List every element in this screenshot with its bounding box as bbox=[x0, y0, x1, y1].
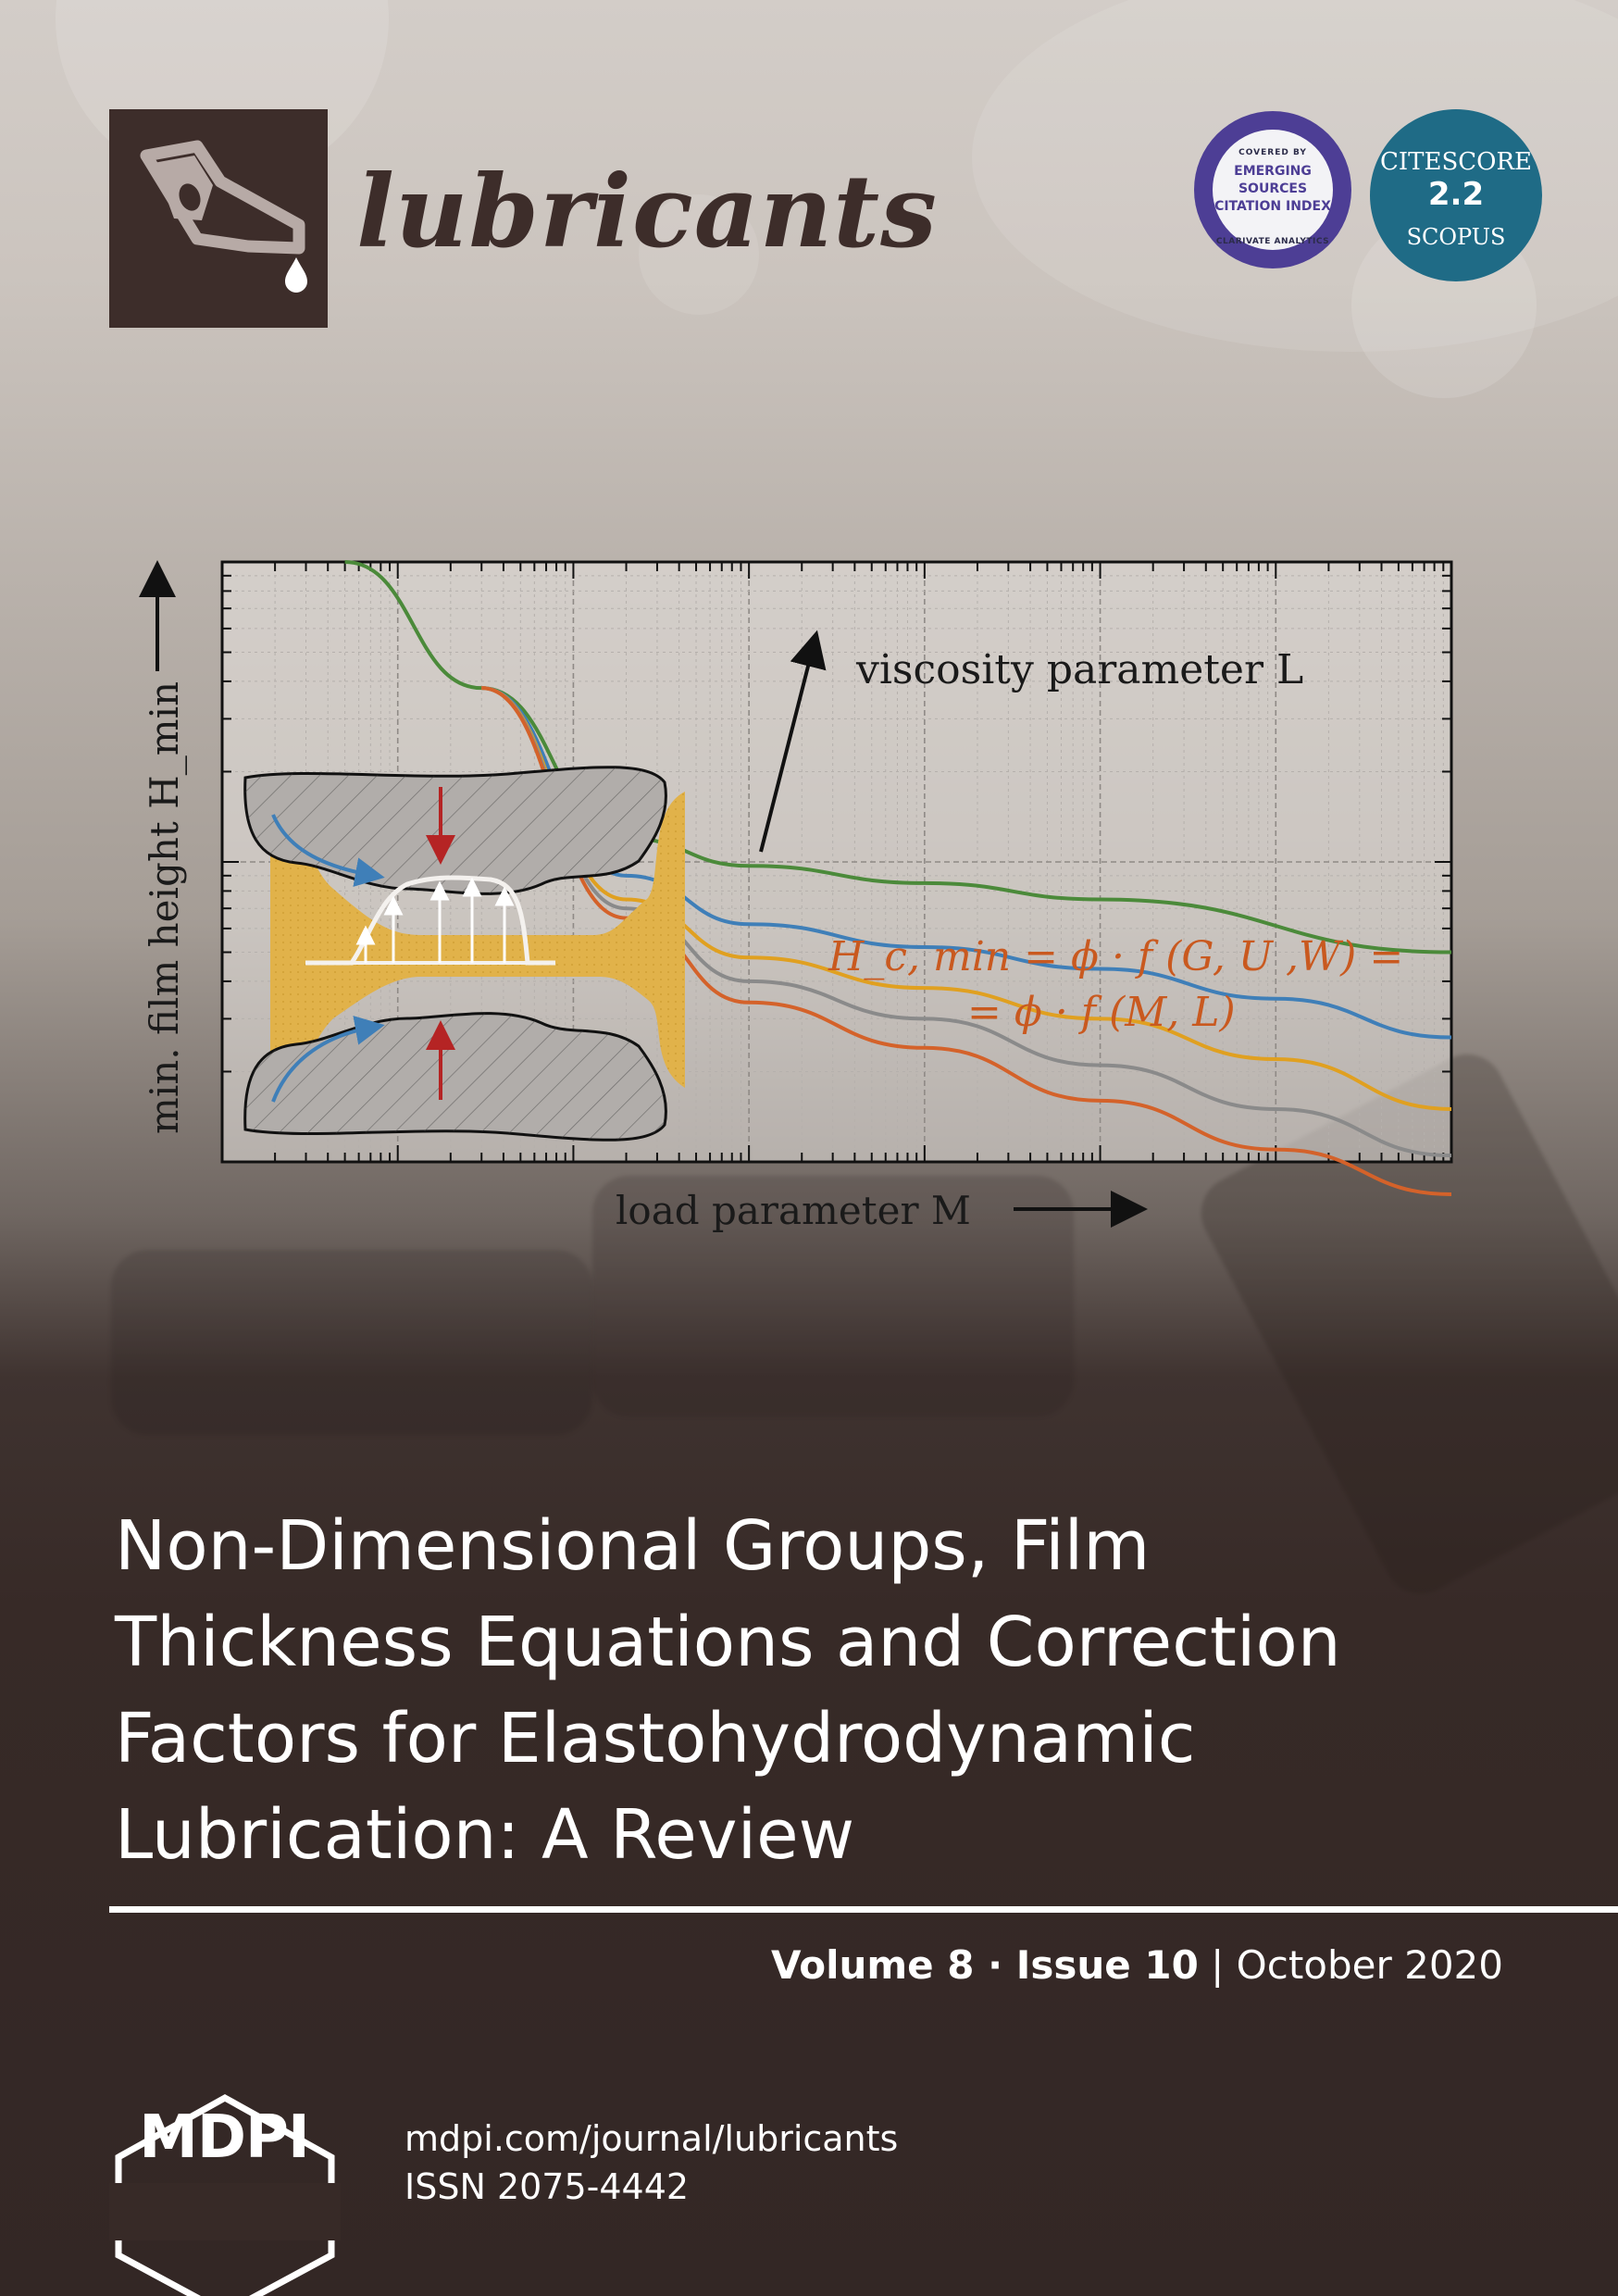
ehl-contact-inset bbox=[243, 766, 685, 1142]
date-separator: | bbox=[1198, 1942, 1237, 1988]
viscosity-annotation: viscosity parameter L bbox=[855, 646, 1303, 693]
citescore-badge: CITESCORE 2.2 SCOPUS bbox=[1370, 109, 1542, 281]
issue-separator: · bbox=[974, 1942, 1016, 1988]
issue-info: Volume 8 · Issue 10 | October 2020 bbox=[771, 1942, 1503, 1988]
background-bokeh bbox=[639, 194, 759, 315]
citescore-value: 2.2 bbox=[1427, 176, 1485, 213]
equation-line-1: H_c, min = ϕ · f (G, U ,W) = bbox=[828, 933, 1403, 980]
plot-frame bbox=[220, 560, 1453, 1164]
oil-can-icon bbox=[140, 140, 307, 293]
equation-line-2: = ϕ · f (M, L) bbox=[967, 989, 1236, 1036]
lower-flow-arrow-icon bbox=[271, 1016, 385, 1103]
citescore-label: CITESCORE bbox=[1379, 148, 1533, 176]
volume-label: Volume 8 bbox=[771, 1942, 975, 1988]
series-line-3 bbox=[481, 686, 1452, 1111]
divider-rule bbox=[109, 1906, 1618, 1913]
citescore-source: SCOPUS bbox=[1406, 224, 1506, 250]
x-axis-label: load parameter M bbox=[616, 1188, 971, 1233]
esci-badge: COVERED BY EMERGING SOURCES CITATION IND… bbox=[1194, 111, 1351, 268]
series-line-5 bbox=[481, 686, 1452, 1196]
issn: ISSN 2075-4442 bbox=[404, 2166, 690, 2207]
esci-clarivate: CLARIVATE ANALYTICS bbox=[1215, 237, 1330, 246]
journal-url: mdpi.com/journal/lubricants bbox=[404, 2118, 899, 2159]
upper-flow-arrow-icon bbox=[271, 814, 385, 887]
ehl-chart: viscosity parameter L H_c, min = ϕ · f (… bbox=[139, 560, 1453, 1233]
publisher-name: MDPI bbox=[139, 2103, 310, 2172]
journal-logo bbox=[109, 109, 328, 328]
esci-covered-by: COVERED BY bbox=[1238, 148, 1307, 157]
y-axis-label: min. film height H_min bbox=[142, 681, 187, 1134]
series-line-1 bbox=[344, 560, 1452, 955]
issue-label: Issue 10 bbox=[1015, 1942, 1199, 1988]
series-line-4 bbox=[481, 686, 1452, 1158]
journal-title: lubricants bbox=[356, 154, 938, 270]
background-shape bbox=[111, 1250, 592, 1435]
esci-index-name: EMERGING SOURCES CITATION INDEX bbox=[1214, 164, 1331, 214]
viscosity-arrow-icon bbox=[759, 630, 827, 853]
article-title: Non-Dimensional Groups, Film Thickness E… bbox=[115, 1506, 1341, 1875]
issue-date: October 2020 bbox=[1236, 1942, 1503, 1988]
badge-inner bbox=[1213, 130, 1333, 250]
pressure-distribution bbox=[305, 875, 555, 966]
background-shape bbox=[592, 1176, 1074, 1416]
mdpi-logo-icon bbox=[109, 2094, 341, 2296]
